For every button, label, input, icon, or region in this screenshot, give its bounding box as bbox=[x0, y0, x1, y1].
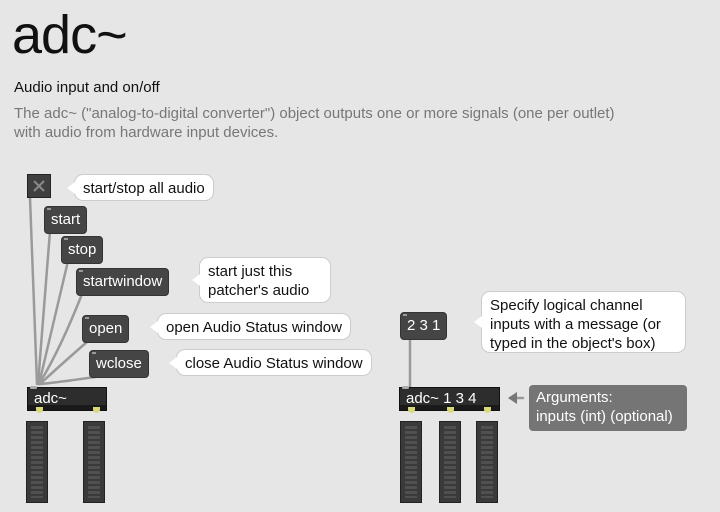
open-message[interactable]: open bbox=[82, 315, 130, 343]
toggle-comment: start/stop all audio bbox=[67, 174, 214, 201]
wclose-comment: close Audio Status window bbox=[169, 349, 372, 376]
outlet-2[interactable] bbox=[93, 407, 100, 413]
open-comment: open Audio Status window bbox=[150, 313, 351, 340]
outlet-1[interactable] bbox=[36, 407, 43, 413]
adc-object-right-label: adc~ 1 3 4 bbox=[406, 390, 477, 407]
startwindow-comment-line2: patcher's audio bbox=[208, 282, 310, 299]
page-subtitle: Audio input and on/off bbox=[14, 79, 160, 96]
level-meter-right-3 bbox=[476, 421, 498, 503]
stop-message[interactable]: stop bbox=[61, 236, 104, 264]
outlet-3[interactable] bbox=[484, 407, 491, 413]
adc-object-right[interactable]: adc~ 1 3 4 bbox=[399, 386, 500, 413]
audio-toggle[interactable] bbox=[27, 174, 51, 198]
arguments-value: inputs (int) (optional) bbox=[536, 408, 673, 425]
wclose-message[interactable]: wclose bbox=[89, 350, 149, 378]
arguments-comment: Arguments: inputs (int) (optional) bbox=[529, 385, 687, 431]
startwindow-comment-line1: start just this bbox=[208, 263, 293, 280]
adc-object-left[interactable]: adc~ bbox=[27, 386, 107, 413]
channel-comment: Specify logical channel inputs with a me… bbox=[474, 291, 686, 353]
outlet-1[interactable] bbox=[408, 407, 415, 413]
level-meter-left-1 bbox=[26, 421, 48, 503]
start-message[interactable]: start bbox=[44, 206, 88, 234]
page-description: The adc~ ("analog-to-digital converter")… bbox=[14, 105, 615, 141]
level-meter-left-2 bbox=[83, 421, 105, 503]
channel-comment-line1: Specify logical channel bbox=[490, 297, 643, 314]
arguments-label: Arguments: bbox=[536, 389, 613, 406]
startwindow-comment: start just this patcher's audio bbox=[192, 257, 331, 303]
channel-comment-line3: typed in the object's box) bbox=[490, 335, 656, 352]
toggle-x-icon bbox=[33, 180, 45, 192]
level-meter-right-2 bbox=[439, 421, 461, 503]
level-meter-right-1 bbox=[400, 421, 422, 503]
channel-comment-line2: inputs with a message (or bbox=[490, 316, 661, 333]
page-title: adc~ bbox=[12, 5, 128, 65]
adc-object-left-label: adc~ bbox=[34, 390, 67, 407]
outlet-2[interactable] bbox=[447, 407, 454, 413]
startwindow-message[interactable]: startwindow bbox=[76, 268, 170, 296]
channel-message[interactable]: 2 3 1 bbox=[400, 312, 448, 340]
